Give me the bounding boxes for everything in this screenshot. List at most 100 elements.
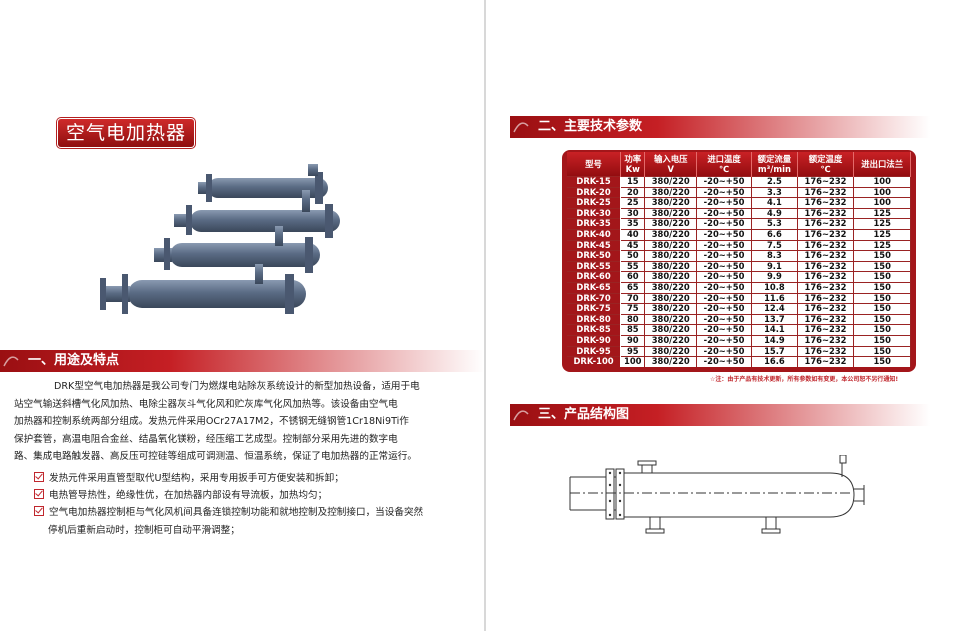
table-cell: DRK-45: [567, 239, 622, 251]
table-cell: 55: [620, 260, 646, 272]
intro-paragraph: DRK型空气电加热器是我公司专门为燃煤电站除灰系统设计的新型加热设备，适用于电 …: [14, 378, 430, 466]
table-cell: 90: [620, 334, 646, 346]
table-cell: 150: [853, 324, 911, 336]
table-cell: -20~+50: [696, 197, 753, 209]
feature-item: 电热管导热性，绝缘性优，在加热器内部设有导流板，加热均匀；: [34, 487, 444, 505]
table-cell: DRK-25: [567, 197, 622, 209]
table-cell: -20~+50: [696, 324, 753, 336]
section-tech-params: 二、主要技术参数: [510, 116, 930, 138]
table-cell: 380/220: [644, 303, 697, 315]
table-cell: 176~232: [797, 334, 855, 346]
table-cell: 380/220: [644, 281, 697, 294]
table-cell: 125: [853, 239, 911, 251]
table-cell: 35: [620, 218, 646, 230]
table-cell: 176~232: [797, 345, 855, 357]
table-cell: -20~+50: [696, 334, 753, 346]
table-cell: 150: [853, 281, 911, 294]
table-cell: 380/220: [644, 186, 697, 198]
table-cell: 13.7: [751, 313, 798, 325]
table-cell: 8.3: [751, 250, 798, 262]
col-header: 进出口法兰: [853, 152, 911, 177]
left-page: 空气电加热器: [0, 0, 484, 631]
table-cell: 40: [620, 228, 646, 241]
table-cell: 100: [853, 186, 911, 198]
swirl-icon: [513, 410, 529, 421]
table-cell: 176~232: [797, 250, 855, 262]
table-cell: 11.6: [751, 292, 798, 304]
structure-diagram: [569, 455, 865, 534]
feature-text: 空气电加热器控制柜与气化风机间具备连锁控制功能和就地控制及控制接口，当设备突然: [49, 507, 424, 518]
table-cell: DRK-35: [567, 218, 622, 230]
table-cell: 60: [620, 271, 646, 283]
table-cell: -20~+50: [696, 186, 753, 198]
table-cell: 380/220: [644, 334, 697, 346]
table-cell: 16.6: [751, 356, 798, 367]
swirl-icon: [3, 356, 19, 367]
heater-product-image: [100, 164, 340, 314]
feature-text: 发热元件采用直管型取代U型结构，采用专用扳手可方便安装和拆卸；: [49, 473, 344, 484]
table-cell: 2.5: [751, 176, 798, 188]
col-header: 额定温度℃: [797, 152, 855, 177]
table-cell: 4.9: [751, 207, 798, 219]
table-cell: DRK-40: [567, 228, 622, 241]
table-cell: 125: [853, 207, 911, 219]
swirl-icon: [513, 122, 529, 133]
table-cell: 380/220: [644, 197, 697, 209]
table-cell: 75: [620, 303, 646, 315]
intro-line: 保护套管，高温电阻合金丝、结晶氧化镁粉，经压缩工艺成型。控制部分采用先进的数字电: [14, 433, 398, 445]
heater-unit-4: [100, 264, 306, 314]
table-cell: 14.1: [751, 324, 798, 336]
table-cell: 45: [620, 239, 646, 251]
section-title: 一、用途及特点: [28, 353, 120, 368]
table-cell: DRK-70: [567, 292, 622, 304]
table-cell: 100: [620, 356, 646, 367]
table-cell: 95: [620, 345, 646, 357]
table-cell: DRK-65: [567, 281, 622, 294]
table-cell: DRK-30: [567, 207, 622, 219]
table-cell: 150: [853, 313, 911, 325]
table-cell: 176~232: [797, 313, 855, 325]
table-cell: 150: [853, 250, 911, 262]
table-cell: -20~+50: [696, 303, 753, 315]
table-cell: 14.9: [751, 334, 798, 346]
table-cell: -20~+50: [696, 176, 753, 188]
table-cell: DRK-90: [567, 334, 622, 346]
table-cell: 380/220: [644, 218, 697, 230]
table-cell: -20~+50: [696, 250, 753, 262]
table-cell: 25: [620, 197, 646, 209]
table-cell: DRK-20: [567, 186, 622, 198]
table-cell: 176~232: [797, 292, 855, 304]
checkbox-icon: [34, 472, 44, 482]
heater-unit-2: [174, 190, 340, 238]
table-cell: 176~232: [797, 356, 855, 367]
table-cell: -20~+50: [696, 292, 753, 304]
table-cell: 15: [620, 176, 646, 188]
table-cell: 176~232: [797, 218, 855, 230]
table-cell: DRK-15: [567, 176, 622, 188]
table-cell: 30: [620, 207, 646, 219]
table-cell: 7.5: [751, 239, 798, 251]
table-cell: 380/220: [644, 324, 697, 336]
table-cell: DRK-55: [567, 260, 622, 272]
table-cell: 125: [853, 218, 911, 230]
table-cell: 380/220: [644, 260, 697, 272]
intro-line: 加热器和控制系统两部分组成。发热元件采用OCr27A17M2，不锈钢无缝钢管1C…: [14, 416, 409, 427]
table-cell: 176~232: [797, 197, 855, 209]
table-cell: -20~+50: [696, 207, 753, 219]
table-cell: 176~232: [797, 239, 855, 251]
table-cell: 85: [620, 324, 646, 336]
